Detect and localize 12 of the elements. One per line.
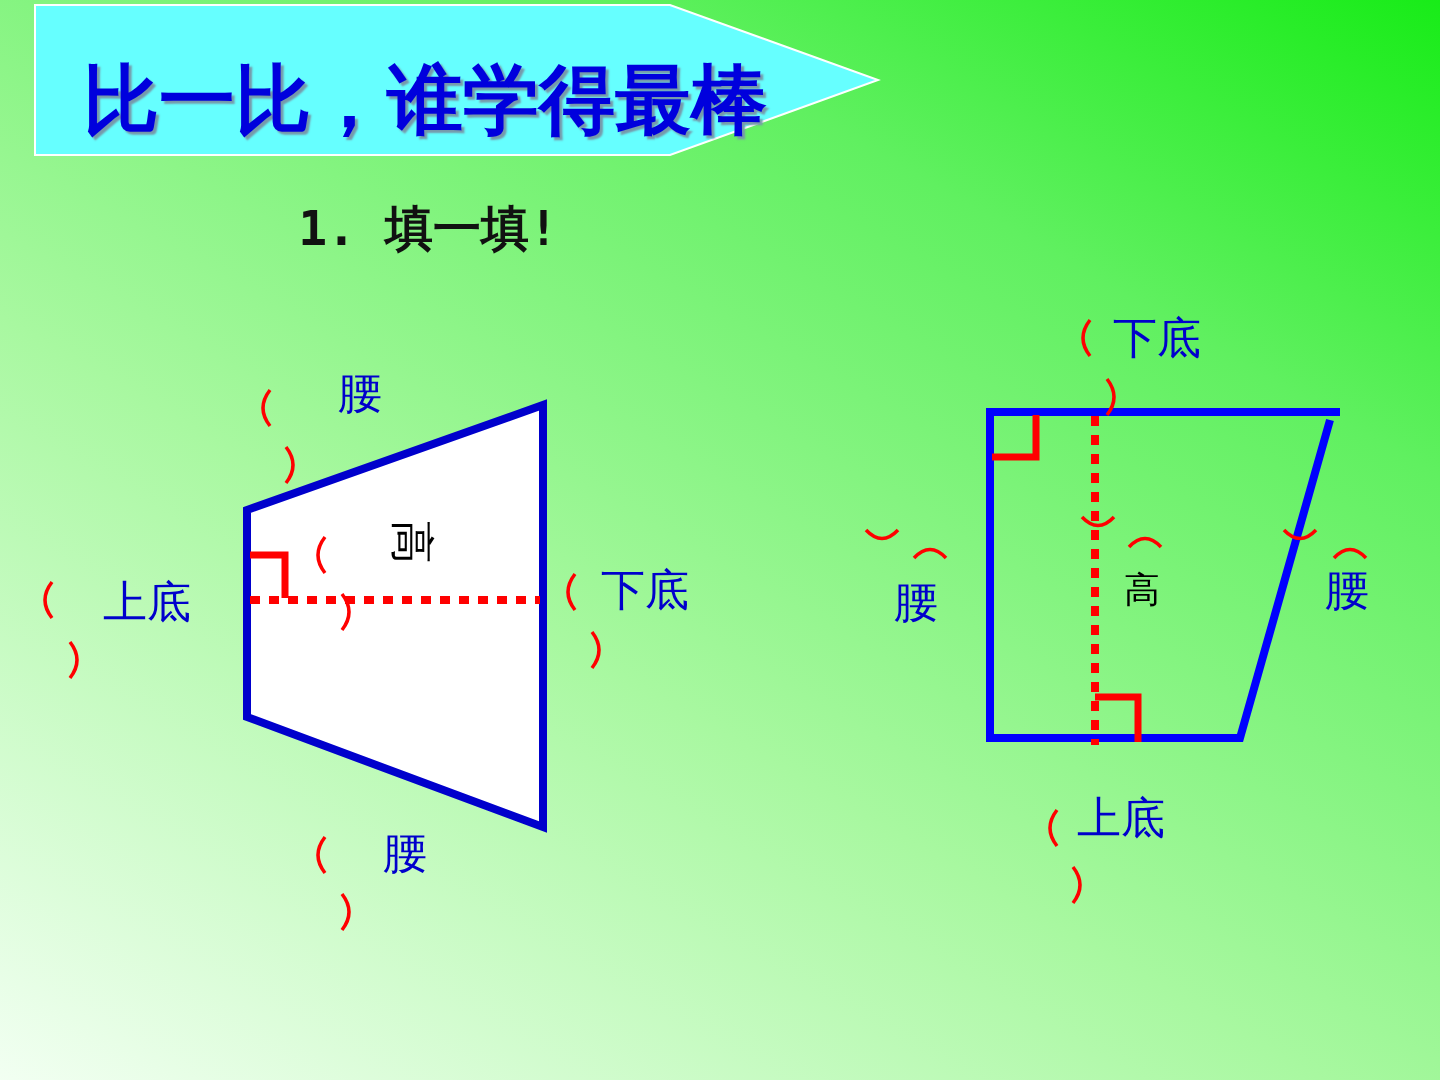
answer-label: 腰 bbox=[894, 580, 938, 624]
answer-label: 腰 bbox=[1325, 568, 1369, 612]
answer-label: 腰 bbox=[383, 831, 427, 875]
answer-label: 上底 bbox=[103, 580, 191, 624]
answer-label: 高 bbox=[1124, 572, 1160, 608]
answer-label: 下底 bbox=[601, 568, 689, 612]
answer-label: 下底 bbox=[1113, 316, 1201, 360]
title: 比一比，谁学得最棒 bbox=[83, 62, 767, 138]
answer-label: 高 bbox=[390, 520, 434, 564]
answer-label: 腰 bbox=[338, 371, 382, 415]
answer-label: 上底 bbox=[1077, 796, 1165, 840]
instruction-text: 1. 填一填! bbox=[298, 204, 558, 252]
